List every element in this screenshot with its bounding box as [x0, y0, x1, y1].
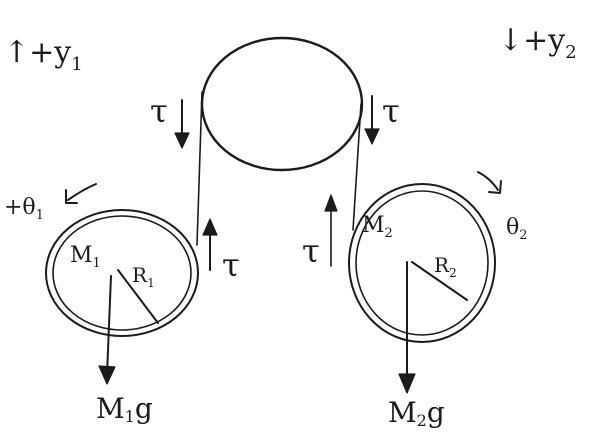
radius-line-2 [411, 261, 468, 301]
tension-label-left-bottom: τ [222, 246, 240, 284]
left-string [196, 91, 203, 246]
rotation-arrow-1 [65, 183, 97, 204]
mass-label-2: M2 [362, 213, 393, 241]
rotation-arrow-2 [477, 171, 502, 194]
tension-arrow-left-bottom [202, 218, 218, 271]
weight-label-2: M2g [388, 396, 445, 430]
tension-arrow-left-top [174, 99, 190, 149]
weight-arrow-1 [98, 275, 116, 385]
angle-label-1: +θ1 [4, 195, 44, 223]
left-cylinder [45, 209, 199, 337]
top-pulley [200, 36, 364, 172]
svg-text:↑+y1: ↑+y1 [4, 35, 83, 75]
radius-label-2: R2 [434, 253, 457, 280]
tension-label-right-bottom: τ [302, 232, 320, 270]
tension-arrow-right-bottom [324, 194, 338, 267]
y2-axis-label: ↓+y2 [498, 23, 577, 63]
radius-label-1: R1 [132, 263, 155, 290]
y1-axis-label: ↑+y1 [4, 35, 83, 75]
tension-arrow-right-top [364, 95, 380, 145]
angle-label-2: θ2 [506, 215, 528, 243]
right-string [352, 103, 362, 231]
svg-text:↓+y2: ↓+y2 [498, 23, 577, 63]
tension-label-right-top: τ [382, 92, 400, 130]
radius-line-1 [117, 269, 159, 324]
weight-label-1: M1g [96, 392, 153, 426]
tension-label-left-top: τ [150, 92, 168, 130]
mass-label-1: M1 [70, 243, 101, 271]
right-cylinder [348, 183, 496, 343]
weight-arrow-2 [398, 261, 416, 394]
